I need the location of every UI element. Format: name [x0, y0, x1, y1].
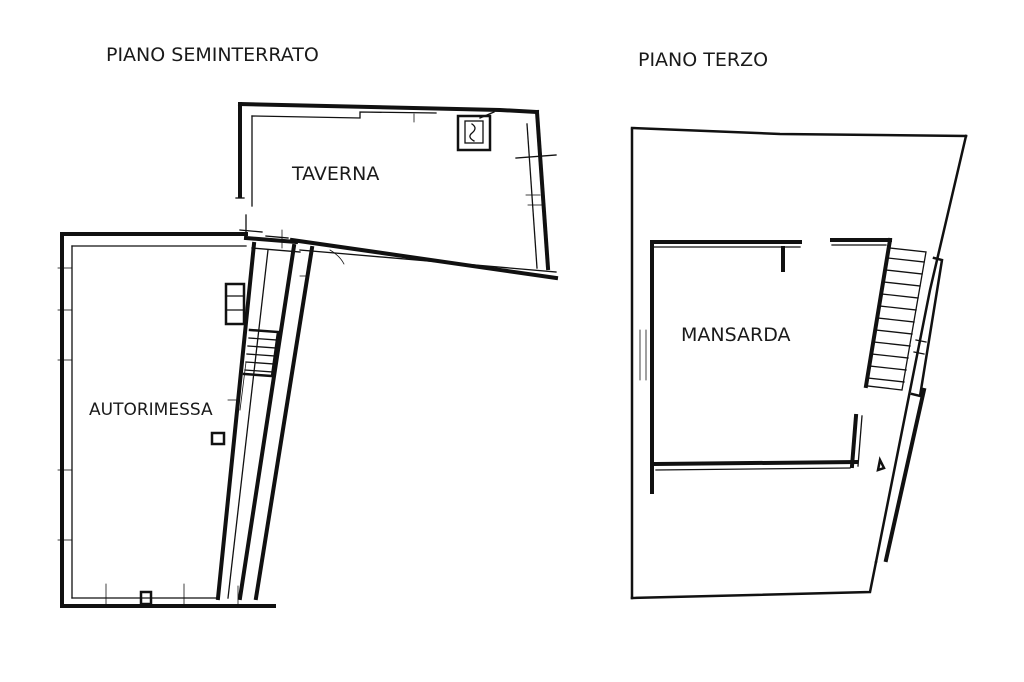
- room-label-mansarda: MANSARDA: [681, 324, 791, 346]
- plan-terzo: [630, 126, 968, 600]
- room-label-taverna: TAVERNA: [292, 163, 380, 185]
- autorimessa-walls: [57, 232, 315, 608]
- mansarda-staircase: [863, 237, 944, 563]
- mansarda-outline: [630, 126, 968, 600]
- taverna-walls: [235, 101, 559, 281]
- floor-title-seminterrato: PIANO SEMINTERRATO: [106, 44, 319, 66]
- plan-seminterrato: [57, 101, 559, 608]
- mansarda-interior-walls: [650, 238, 892, 494]
- floor-title-terzo: PIANO TERZO: [638, 49, 769, 71]
- room-label-autorimessa: AUTORIMESSA: [89, 400, 213, 420]
- connection-corridor: [239, 229, 345, 265]
